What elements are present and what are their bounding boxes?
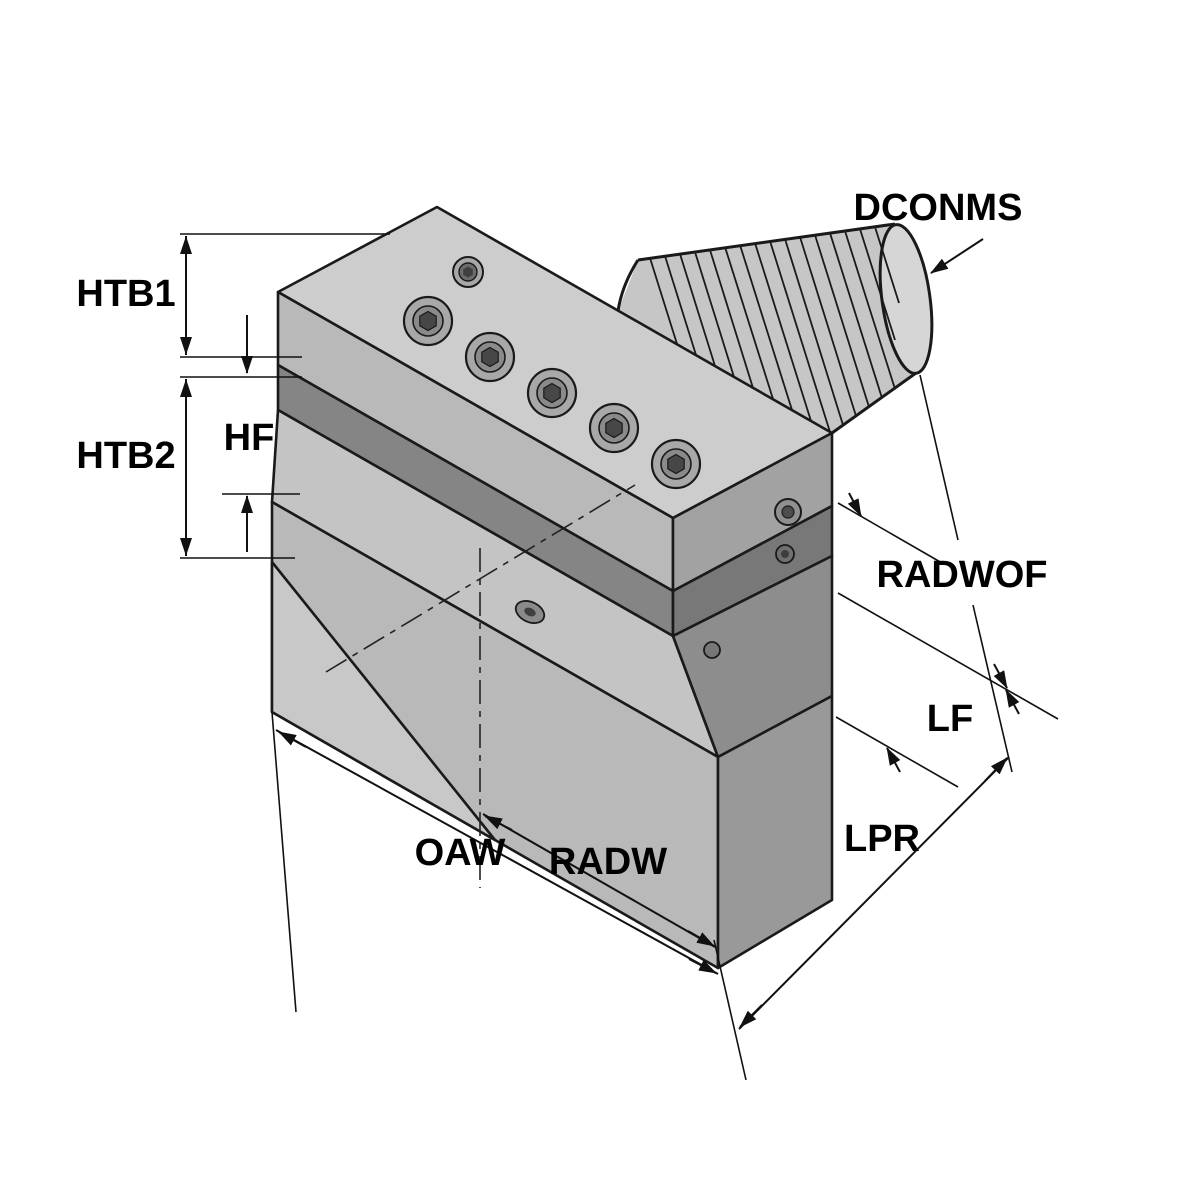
dimension-lines — [180, 236, 1020, 1030]
shank-serrations — [649, 226, 900, 433]
dim-label-htb2: HTB2 — [76, 435, 175, 477]
set-screw-small — [452, 256, 484, 288]
clamp-screw — [464, 331, 516, 383]
front-chamfer — [270, 560, 497, 842]
lower-right-end-face — [716, 694, 834, 970]
centerlines — [325, 484, 636, 888]
serrated-shank — [616, 222, 934, 435]
side-set-screw — [774, 498, 802, 564]
slot-centerline — [325, 484, 636, 673]
slot-floor-hole — [514, 600, 546, 624]
dim-label-radwof: RADWOF — [877, 554, 1048, 596]
step-pin — [703, 641, 721, 659]
dim-label-dconms: DCONMS — [854, 187, 1023, 229]
dim-label-lpr: LPR — [844, 818, 920, 860]
dim-label-oaw: OAW — [415, 832, 506, 874]
clamp-screw — [526, 367, 578, 419]
dim-label-lf: LF — [927, 698, 973, 740]
dim-label-hf: HF — [224, 417, 275, 459]
dim-label-htb1: HTB1 — [76, 273, 175, 315]
tool-holder-body — [270, 205, 834, 970]
clamp-screws — [402, 256, 802, 659]
clamp-screw — [588, 402, 640, 454]
dim-label-radw: RADW — [549, 841, 667, 883]
clamp-screw — [650, 438, 702, 490]
clamp-screw — [402, 295, 454, 347]
dimension-labels: HTB1 HTB2 HF DCONMS RADWOF LF LPR OAW RA… — [76, 187, 1047, 883]
